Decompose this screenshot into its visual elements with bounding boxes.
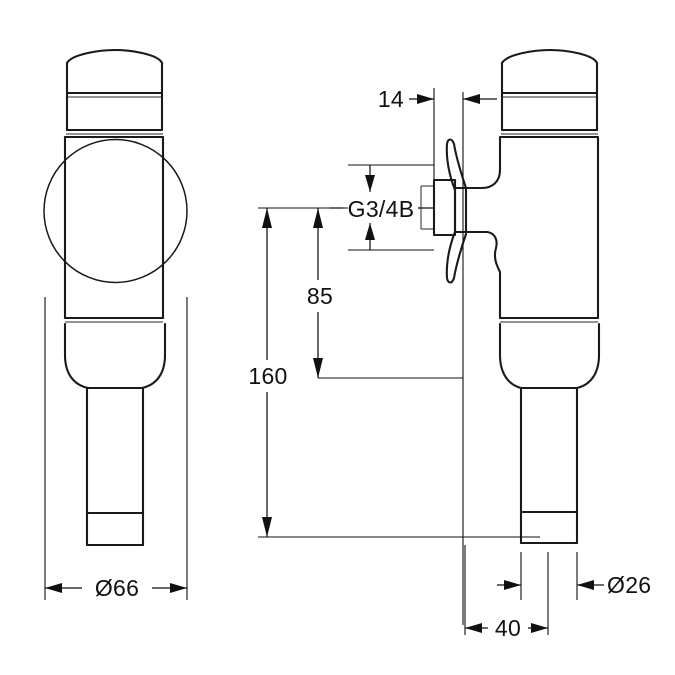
front-view-cap-dome: [65, 48, 164, 65]
dimension-40: 40: [464, 545, 549, 641]
dimension-g34b-arrow-top: [365, 175, 375, 192]
dimension-dia66-arrow-left: [45, 583, 62, 593]
dimension-14: 14: [378, 86, 497, 180]
side-view-body-inlet-underside: [453, 230, 502, 320]
dimension-85-arrow-bottom: [313, 358, 323, 378]
front-view-flange-circle: [43, 138, 188, 284]
side-view: [420, 48, 601, 625]
side-view-cap-dome: [500, 48, 599, 65]
dimension-dia26-arrow-right: [577, 580, 594, 590]
dimension-dia26-label: Ø26: [607, 572, 651, 598]
side-view-body-upper-right: [453, 135, 600, 320]
dimension-160: 160: [248, 207, 540, 538]
dimension-40-label: 40: [495, 615, 521, 641]
dimension-160-arrow-bottom: [262, 517, 272, 537]
dimension-85: 85: [288, 207, 463, 379]
dimension-14-label: 14: [378, 86, 404, 112]
dimension-14-arrow-right: [463, 94, 480, 104]
dimension-dia66: Ø66: [44, 297, 188, 601]
dimension-40-arrow-left: [465, 623, 482, 633]
dimension-g34b-arrow-bottom: [365, 223, 375, 240]
dimension-160-arrow-top: [262, 208, 272, 228]
dimension-g34b-label: G3/4B: [348, 196, 415, 222]
dimension-85-arrow-top: [313, 208, 323, 228]
side-view-inlet-nipple: [432, 178, 457, 237]
front-view-lower-skirt: [63, 322, 167, 390]
dimension-85-label: 85: [307, 283, 333, 309]
dimension-dia26-arrow-left: [504, 580, 521, 590]
dimension-160-label: 160: [248, 363, 287, 389]
dimension-40-arrow-right: [531, 623, 548, 633]
dimension-dia26: Ø26: [497, 552, 651, 600]
side-view-lower-skirt: [498, 322, 601, 390]
dimension-dia66-label: Ø66: [95, 575, 139, 601]
dimension-14-arrow-left: [417, 94, 434, 104]
front-view: [43, 48, 188, 547]
dimension-dia66-arrow-right: [170, 583, 187, 593]
dimension-g34b: G3/4B: [330, 164, 434, 251]
